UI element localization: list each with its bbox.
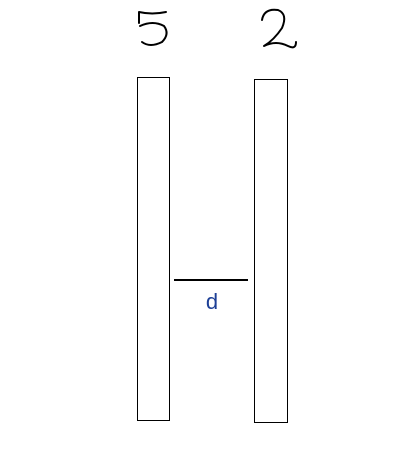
right-plate [254, 79, 288, 423]
gap-distance-line [174, 279, 248, 281]
gap-distance-label: d [205, 289, 219, 314]
right-plate-handwritten-mark [261, 8, 297, 49]
left-plate-handwritten-mark [138, 11, 168, 46]
left-plate [137, 77, 170, 421]
